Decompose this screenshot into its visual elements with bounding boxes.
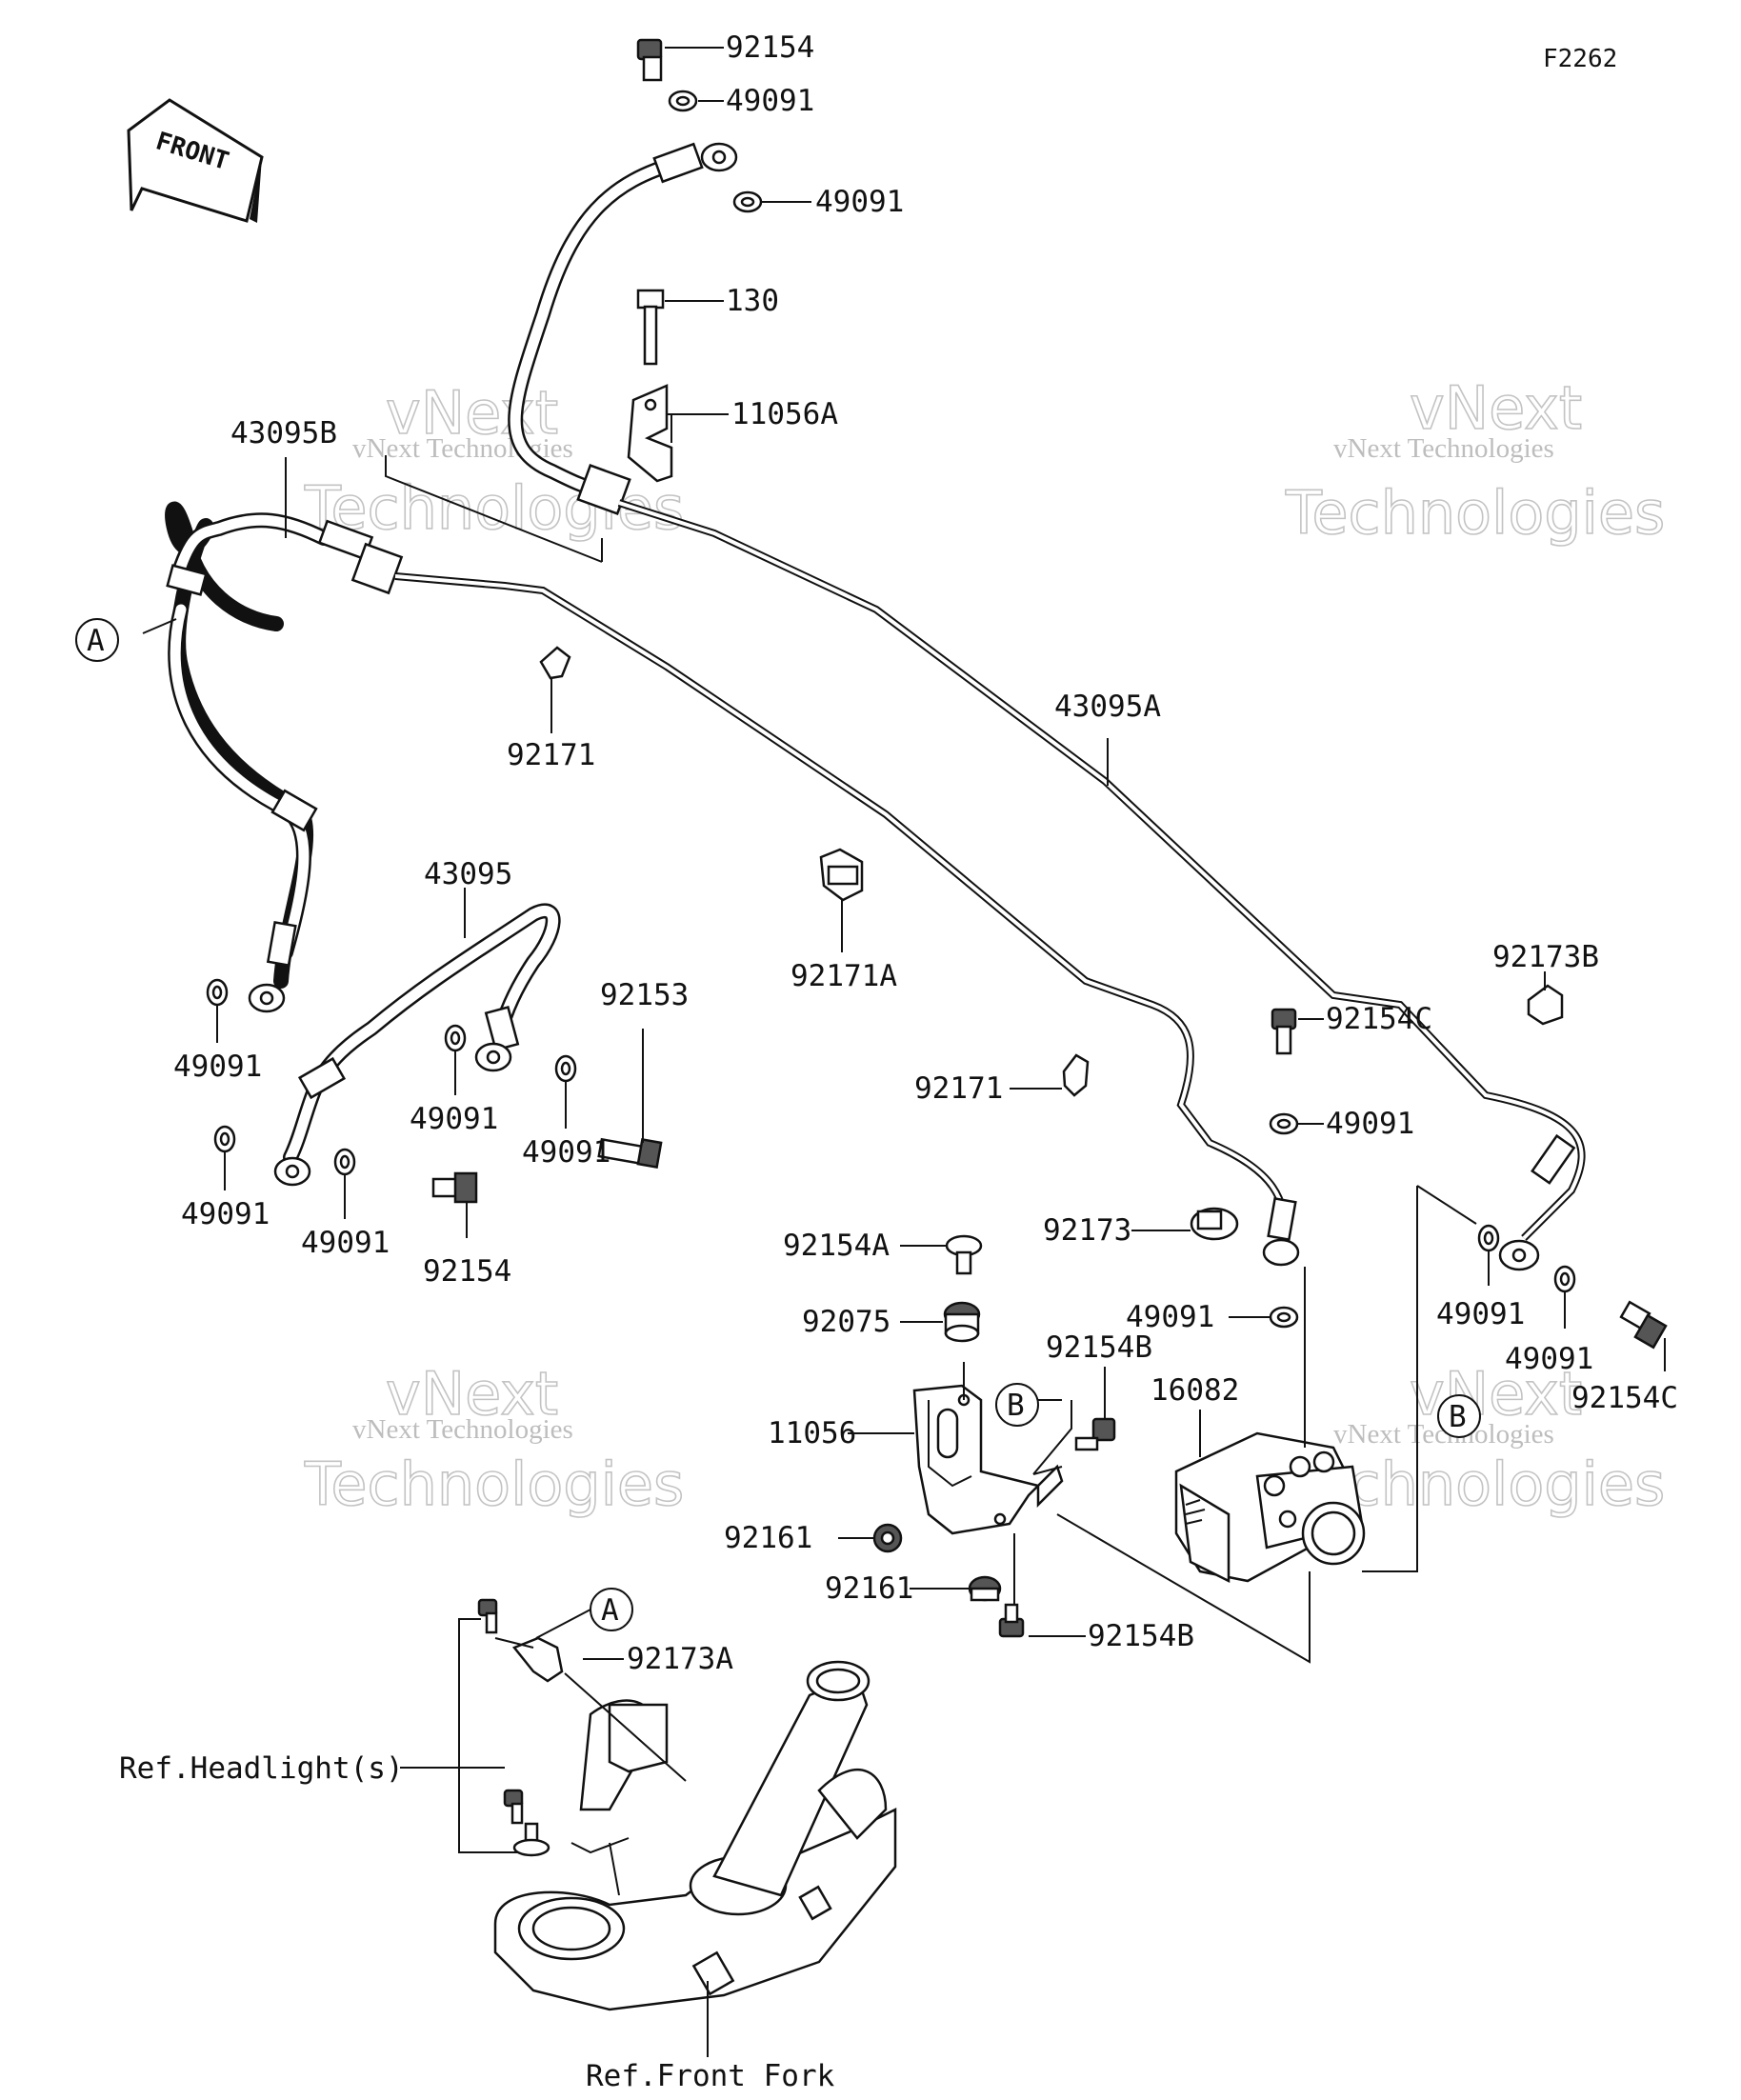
washer-49091-r4[interactable]: [1553, 1265, 1576, 1293]
washer-49091-l1[interactable]: [206, 978, 229, 1007]
label-92075[interactable]: 92075: [802, 1305, 891, 1339]
clip-92171-b[interactable]: [1062, 1053, 1090, 1097]
watermark: vNext Technologies vNext Technologies vN…: [303, 372, 1666, 1520]
ref-b-label: B: [1007, 1389, 1025, 1423]
label-49091-l4[interactable]: 49091: [181, 1197, 270, 1231]
washer-49091-r3[interactable]: [1477, 1224, 1500, 1252]
label-92161-b[interactable]: 92161: [825, 1571, 913, 1606]
label-92171-b[interactable]: 92171: [914, 1071, 1003, 1106]
washer-49091-l5[interactable]: [333, 1148, 356, 1176]
washer-49091-top2[interactable]: [732, 190, 763, 213]
front-arrow-icon: FRONT: [127, 98, 264, 223]
label-49091-l1[interactable]: 49091: [173, 1050, 262, 1084]
watermark-line2: Technologies: [1285, 478, 1665, 548]
grommet-92161-a[interactable]: [872, 1523, 903, 1553]
label-92154B-a[interactable]: 92154B: [1046, 1330, 1152, 1365]
ref-a-label: A: [87, 624, 105, 658]
grommet-92075[interactable]: [943, 1301, 981, 1343]
abs-unit-16082[interactable]: [1174, 1431, 1366, 1584]
label-49091-top2[interactable]: 49091: [815, 185, 904, 219]
washer-49091-l2[interactable]: [444, 1024, 467, 1052]
bolt-92154C-a[interactable]: [1271, 1008, 1297, 1055]
watermark-text: vNext Technologies: [352, 1414, 573, 1445]
bolt-92154B-a[interactable]: [1074, 1417, 1116, 1451]
clip-92171-a[interactable]: [539, 646, 571, 680]
label-92154C-a[interactable]: 92154C: [1326, 1002, 1432, 1036]
label-11056A[interactable]: 11056A: [731, 397, 838, 431]
front-fork-triple-clamp: [493, 1660, 897, 2011]
label-92154C-b[interactable]: 92154C: [1571, 1381, 1678, 1415]
label-92154A[interactable]: 92154A: [783, 1229, 890, 1263]
label-43095A[interactable]: 43095A: [1054, 690, 1161, 724]
label-92173A[interactable]: 92173A: [627, 1642, 733, 1676]
label-49091-r3[interactable]: 49091: [1436, 1297, 1525, 1331]
label-92154-top[interactable]: 92154: [726, 30, 814, 65]
clip-92173B[interactable]: [1527, 984, 1564, 1026]
ref-circle-a-top: A: [75, 618, 119, 662]
label-92153[interactable]: 92153: [600, 978, 689, 1012]
label-11056[interactable]: 11056: [768, 1416, 856, 1450]
label-43095B[interactable]: 43095B: [230, 416, 337, 450]
watermark-line1: vNext: [1410, 373, 1582, 443]
label-92173[interactable]: 92173: [1043, 1213, 1131, 1248]
bolt-92154B-b[interactable]: [998, 1603, 1025, 1638]
ref-circle-b-left: B: [995, 1383, 1039, 1427]
grommet-92161-b[interactable]: [968, 1575, 1002, 1602]
note-ref-headlight: Ref.Headlight(s): [119, 1751, 404, 1786]
label-92154-left[interactable]: 92154: [423, 1254, 511, 1289]
bolt-130[interactable]: [636, 289, 665, 366]
screw-92154A[interactable]: [945, 1234, 983, 1275]
washer-49091-top1[interactable]: [668, 90, 698, 112]
part-labels: 92154 49091 49091 130 11056A 43095B 9217…: [173, 30, 1678, 1676]
ref-circle-b-right: B: [1437, 1394, 1481, 1438]
label-49091-l3[interactable]: 49091: [522, 1135, 610, 1170]
label-92171A[interactable]: 92171A: [790, 959, 897, 993]
clamp-92171A[interactable]: [819, 848, 864, 902]
bolt-92154C-b[interactable]: [1619, 1300, 1668, 1350]
label-92173B[interactable]: 92173B: [1492, 940, 1599, 974]
diagram-code: F2262: [1543, 45, 1617, 73]
ref-b-label: B: [1449, 1400, 1467, 1434]
clamp-92173[interactable]: [1190, 1207, 1239, 1241]
label-92154B-b[interactable]: 92154B: [1088, 1619, 1194, 1653]
label-49091-top1[interactable]: 49091: [726, 84, 814, 118]
label-49091-r1[interactable]: 49091: [1326, 1107, 1414, 1141]
label-130[interactable]: 130: [726, 284, 779, 318]
watermark-text: vNext Technologies: [1333, 433, 1554, 464]
bolt-92154-left[interactable]: [431, 1171, 478, 1204]
brake-hose-upper[interactable]: [508, 142, 738, 515]
brake-pipe-43095A[interactable]: [617, 499, 1586, 1271]
note-ref-front-fork: Ref.Front Fork: [586, 2059, 835, 2093]
bolt-92154-top[interactable]: [636, 38, 663, 82]
leader-lines: [142, 47, 1666, 2057]
bolt-92153[interactable]: [597, 1137, 663, 1169]
label-16082[interactable]: 16082: [1151, 1373, 1239, 1408]
bracket-11056A[interactable]: [627, 384, 673, 483]
label-49091-l5[interactable]: 49091: [301, 1226, 390, 1260]
watermark-line2: Technologies: [304, 1450, 684, 1519]
ref-circle-a-bottom: A: [590, 1588, 633, 1631]
washer-49091-r2[interactable]: [1269, 1306, 1299, 1329]
washer-49091-l4[interactable]: [213, 1125, 236, 1153]
bracket-11056[interactable]: [912, 1384, 1064, 1535]
clamp-92173A[interactable]: [477, 1598, 564, 1683]
brake-hose-43095[interactable]: [273, 903, 561, 1187]
label-92161-a[interactable]: 92161: [724, 1521, 812, 1555]
brake-pipe-middle[interactable]: [394, 572, 1300, 1267]
watermark-line1: vNext: [386, 1359, 558, 1429]
brake-hose-43095B[interactable]: [165, 501, 404, 1013]
label-49091-r4[interactable]: 49091: [1505, 1342, 1593, 1376]
washer-49091-l3[interactable]: [554, 1054, 577, 1083]
watermark-line1: vNext: [386, 378, 558, 448]
label-92171-a[interactable]: 92171: [507, 738, 595, 772]
label-43095[interactable]: 43095: [424, 857, 512, 891]
label-49091-r2[interactable]: 49091: [1126, 1300, 1214, 1334]
washer-49091-r1[interactable]: [1269, 1112, 1299, 1135]
ref-a-label: A: [601, 1593, 619, 1628]
label-49091-l2[interactable]: 49091: [410, 1102, 498, 1136]
